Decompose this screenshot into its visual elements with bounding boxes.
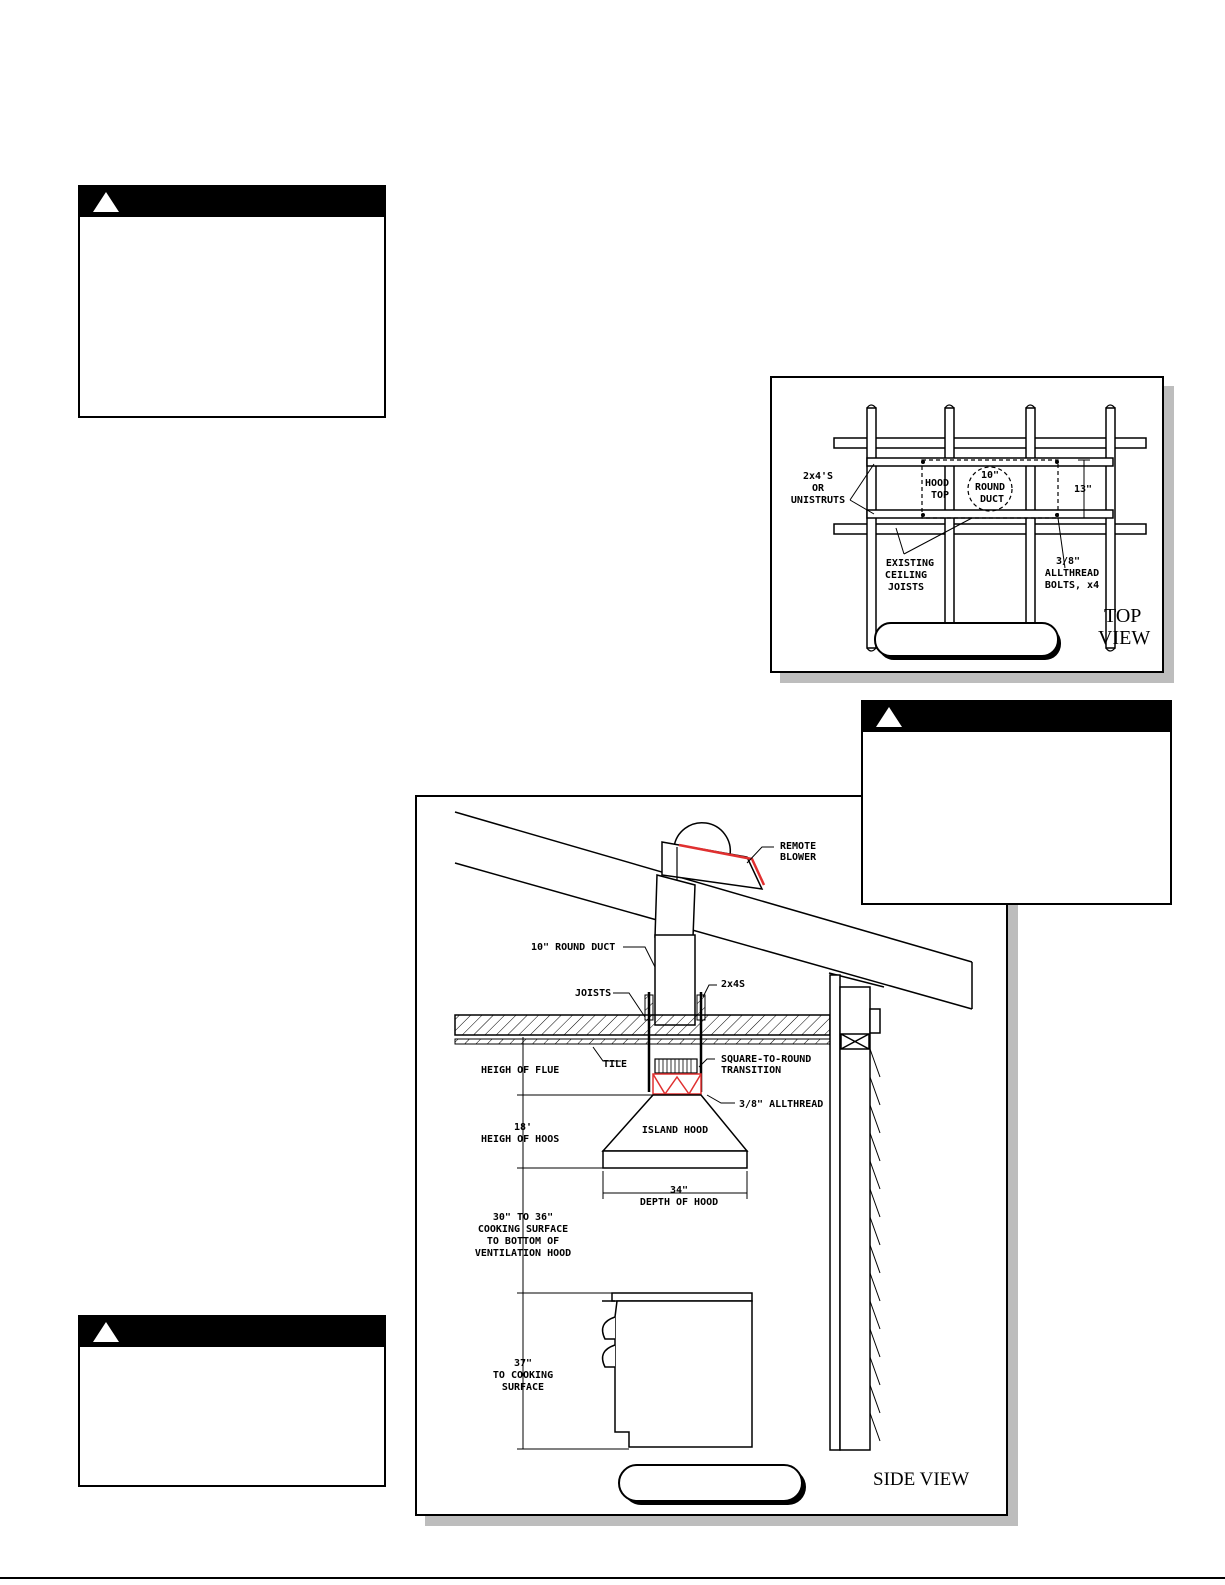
label-transition-1: SQUARE-TO-ROUND: [721, 1054, 811, 1065]
label-duct-1: 10": [981, 470, 999, 481]
label-hood-2: TOP: [931, 490, 949, 501]
label-cook-2: TO COOKING: [493, 1370, 553, 1381]
label-depth-2: DEPTH OF HOOD: [640, 1197, 718, 1208]
label-transition-2: TRANSITION: [721, 1065, 781, 1076]
exterior-wall: [829, 974, 881, 1451]
label-clearance-2: COOKING SURFACE: [478, 1224, 568, 1235]
label-hood-1: HOOD: [925, 478, 949, 489]
warning-box-bottom-left: [78, 1315, 386, 1487]
label-clearance-3: TO BOTTOM OF: [487, 1236, 559, 1247]
label-height-flue: HEIGH OF FLUE: [481, 1065, 559, 1076]
label-tile: TILE: [603, 1059, 627, 1070]
warning-triangle-icon: [93, 192, 119, 212]
top-view-title-2: VIEW: [1098, 627, 1150, 649]
label-bolts-1: 3/8": [1056, 556, 1080, 567]
ceiling-tile: [454, 1038, 831, 1045]
label-bolts-2: ALLTHREAD: [1045, 568, 1099, 579]
warning-triangle-icon: [93, 1322, 119, 1342]
label-joists: JOISTS: [575, 988, 611, 999]
label-clearance-1: 30" TO 36": [493, 1212, 553, 1223]
page-bottom-rule: [0, 1577, 1225, 1579]
square-to-round-transition: [652, 1058, 702, 1096]
label-2x4s: 2x4S: [721, 979, 745, 990]
label-duct-2: ROUND: [975, 482, 1005, 493]
top-view-panel: 2x4'S OR UNISTRUTS HOOD TOP 10" ROUND DU…: [770, 376, 1164, 673]
allthread-bolts: [921, 460, 1059, 517]
label-round-duct: 10" ROUND DUCT: [531, 942, 615, 953]
label-struts-2: OR: [812, 483, 825, 494]
warning-triangle-icon: [876, 707, 902, 727]
label-joists-2: CEILING: [885, 570, 927, 581]
label-duct-3: DUCT: [980, 494, 1004, 505]
label-dim-13: 13": [1074, 484, 1092, 495]
label-cook-1: 37": [514, 1358, 532, 1369]
side-view-caption-pill: [618, 1464, 803, 1502]
roof: [454, 811, 973, 1010]
label-hood-height-2: HEIGH OF HOOS: [481, 1134, 559, 1145]
top-view-title-1: TOP: [1104, 605, 1141, 627]
round-duct: [654, 934, 696, 1026]
top-view-diagram: 2x4'S OR UNISTRUTS HOOD TOP 10" ROUND DU…: [791, 404, 1150, 660]
label-clearance-4: VENTILATION HOOD: [475, 1248, 571, 1259]
top-view-caption-pill: [874, 622, 1059, 657]
label-struts-1: 2x4'S: [803, 471, 833, 482]
warning-header: [80, 187, 384, 217]
side-view-panel: REMOTE BLOWER 10" ROUND DUCT JOISTS 2x4S…: [415, 795, 1008, 1516]
warning-box-top-left: [78, 185, 386, 418]
dimension-13: [1078, 459, 1090, 519]
ceiling-joists: [454, 1014, 831, 1036]
label-depth-1: 34": [670, 1185, 688, 1196]
warning-box-right: [861, 700, 1172, 905]
label-blower-2: BLOWER: [780, 852, 817, 863]
label-cook-3: SURFACE: [502, 1382, 544, 1393]
side-view-title: SIDE VIEW: [873, 1469, 969, 1490]
remote-blower-icon: [661, 822, 766, 890]
label-allthread: 3/8" ALLTHREAD: [739, 1099, 823, 1110]
label-bolts-3: BOLTS, x4: [1045, 580, 1099, 591]
label-struts-3: UNISTRUTS: [791, 495, 845, 506]
side-view-diagram: REMOTE BLOWER 10" ROUND DUCT JOISTS 2x4S…: [454, 811, 973, 1505]
label-island-hood: ISLAND HOOD: [642, 1125, 708, 1136]
label-joists-1: EXISTING: [886, 558, 934, 569]
existing-joists-horizontal: [833, 437, 1147, 535]
warning-header: [863, 702, 1170, 732]
siding: [869, 1048, 881, 1442]
warning-header: [80, 1317, 384, 1347]
label-blower-1: REMOTE: [780, 841, 816, 852]
label-joists-3: JOISTS: [888, 582, 924, 593]
label-hood-height-1: 18': [514, 1122, 532, 1133]
hood-top-outline: [921, 459, 1059, 519]
ceiling-joists-vertical: [866, 407, 1116, 649]
range: [601, 1292, 753, 1448]
round-duct-outline: [967, 466, 1013, 512]
